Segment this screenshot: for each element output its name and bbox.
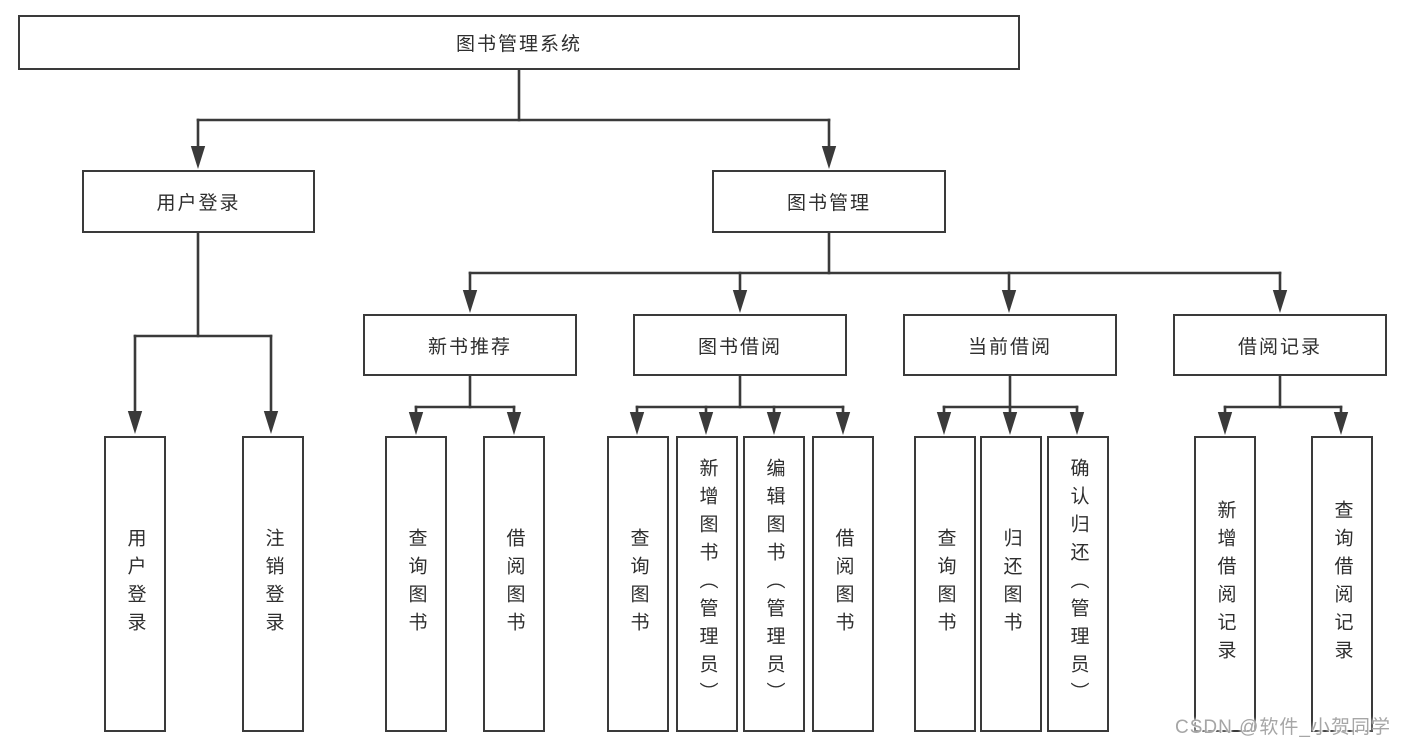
leaf-query-borrow-record: 查询借阅记录 xyxy=(1311,436,1373,732)
csdn-watermark: CSDN @软件_小贺同学 xyxy=(1175,717,1391,738)
leaf-add-books-admin: 新增图书（管理员） xyxy=(676,436,738,732)
leaf-logout: 注销登录 xyxy=(242,436,304,732)
node-library-system: 图书管理系统 xyxy=(18,15,1020,70)
leaf-edit-books-admin: 编辑图书（管理员） xyxy=(743,436,805,732)
node-label: 图书管理 xyxy=(786,193,871,214)
leaf-borrow-books-1: 借阅图书 xyxy=(483,436,545,732)
node-user-login: 用户登录 xyxy=(82,170,315,233)
leaf-return-books: 归还图书 xyxy=(980,436,1042,732)
node-new-book-recommend: 新书推荐 xyxy=(363,314,577,376)
node-label: 借阅记录 xyxy=(1237,336,1322,358)
leaf-query-books-3: 查询图书 xyxy=(914,436,976,732)
leaf-borrow-books-2: 借阅图书 xyxy=(812,436,874,732)
leaf-add-borrow-record: 新增借阅记录 xyxy=(1194,436,1256,732)
node-label: 图书管理系统 xyxy=(455,34,582,55)
leaf-confirm-return-admin: 确认归还（管理员） xyxy=(1047,436,1109,732)
node-book-management: 图书管理 xyxy=(712,170,946,233)
leaf-user-login: 用户登录 xyxy=(104,436,166,732)
node-label: 新书推荐 xyxy=(427,336,512,358)
node-book-borrow: 图书借阅 xyxy=(633,314,847,376)
node-label: 图书借阅 xyxy=(697,336,782,358)
node-label: 用户登录 xyxy=(156,193,241,214)
node-label: 当前借阅 xyxy=(967,336,1052,358)
node-borrow-records: 借阅记录 xyxy=(1173,314,1387,376)
node-current-borrow: 当前借阅 xyxy=(903,314,1117,376)
leaf-query-books-1: 查询图书 xyxy=(385,436,447,732)
leaf-query-books-2: 查询图书 xyxy=(607,436,669,732)
